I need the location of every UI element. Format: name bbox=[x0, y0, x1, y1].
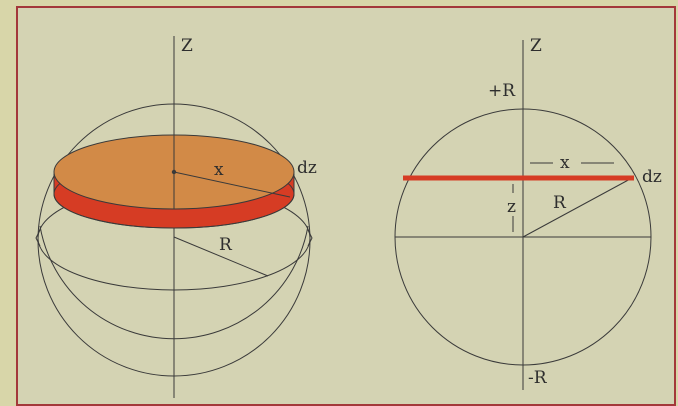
right-axis-label: Z bbox=[530, 36, 542, 56]
left-disk-slice bbox=[53, 134, 295, 229]
right-z-label: z bbox=[507, 197, 516, 217]
disk-radius-x bbox=[173, 171, 291, 198]
right-cross-section-diagram bbox=[394, 40, 652, 390]
left-sphere-radius bbox=[173, 236, 269, 277]
right-x-label: x bbox=[560, 153, 570, 173]
left-sphere-visible-rim bbox=[35, 225, 313, 340]
left-axis-label: Z bbox=[181, 36, 193, 56]
left-R-label: R bbox=[219, 235, 233, 255]
right-radius-R bbox=[522, 177, 633, 238]
right-dz-label: dz bbox=[642, 167, 662, 187]
left-x-label: x bbox=[214, 160, 224, 180]
left-dz-label: dz bbox=[297, 158, 317, 178]
right-R-label: R bbox=[553, 193, 567, 213]
right-top-label: +R bbox=[488, 81, 516, 101]
right-bottom-label: -R bbox=[528, 368, 548, 388]
